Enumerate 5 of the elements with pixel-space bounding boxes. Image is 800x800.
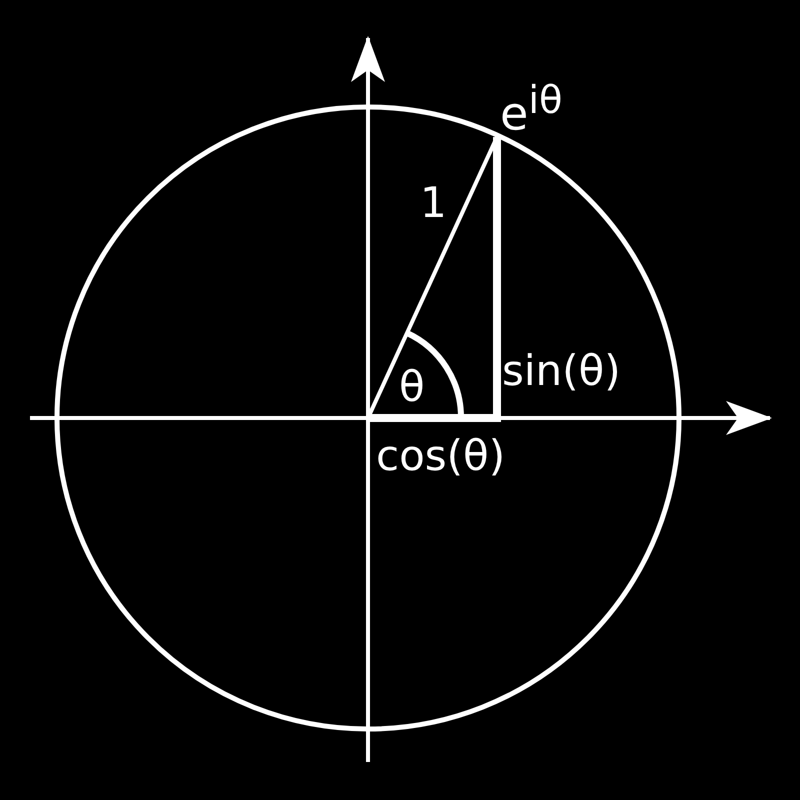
angle-label: θ: [399, 366, 425, 408]
radius-label: 1: [420, 182, 447, 224]
sine-label: sin(θ): [502, 350, 621, 392]
point-label: e$^{iθ}$: [500, 82, 562, 136]
cosine-label: cos(θ): [376, 435, 506, 477]
